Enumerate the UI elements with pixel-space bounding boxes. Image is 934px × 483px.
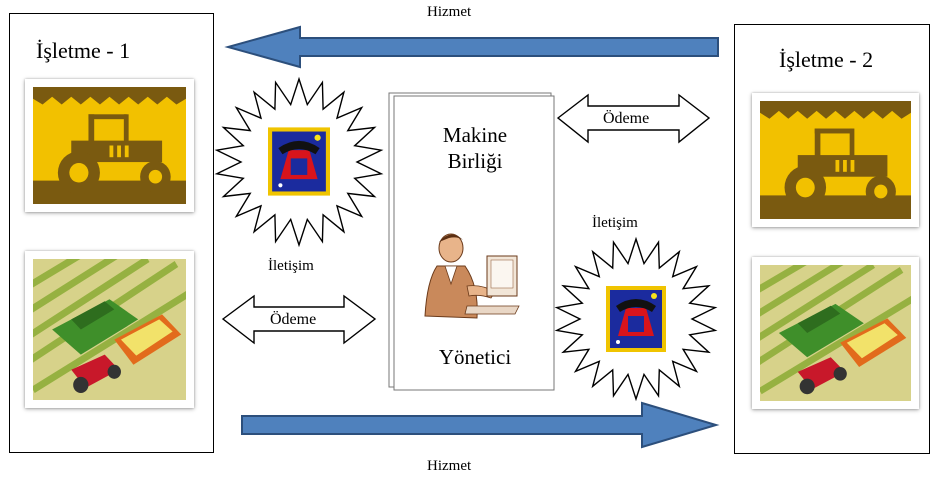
- payment-arrow-left: [221, 294, 377, 345]
- farm-1-harvester-tile: [25, 251, 194, 408]
- service-label-bottom: Hizmet: [427, 458, 472, 474]
- tractor-icon: [33, 87, 186, 204]
- farm-2-harvester-tile: [752, 257, 919, 409]
- telephone-stamp-left: [268, 127, 330, 196]
- payment-arrow-right: [556, 93, 711, 144]
- center-box-role: Yönetici: [438, 345, 512, 369]
- service-arrow-bottom: [241, 401, 720, 449]
- farm-2-tractor-tile: [752, 93, 919, 227]
- telephone-stamp-icon: [606, 286, 666, 352]
- tractor-icon: [760, 101, 911, 219]
- payment-label-left: Ödeme: [270, 311, 317, 328]
- center-box-title-line1: Makine: [442, 123, 508, 147]
- telephone-stamp-icon: [268, 127, 330, 196]
- center-box-title: Makine Birliği: [420, 122, 530, 175]
- communication-label-left: İletişim: [268, 258, 314, 274]
- farm-1-title: İşletme - 1: [36, 38, 131, 63]
- communication-label-right: İletişim: [592, 215, 638, 231]
- service-arrow-top: [224, 25, 719, 69]
- harvester-icon: [760, 265, 911, 401]
- center-box-title-line2: Birliği: [447, 149, 503, 174]
- center-box: [393, 95, 555, 391]
- farm-1-tractor-tile: [25, 79, 194, 212]
- manager-at-computer-icon: [424, 233, 520, 319]
- manager-illustration: [407, 226, 525, 326]
- harvester-icon: [33, 259, 186, 400]
- telephone-stamp-right: [606, 285, 666, 353]
- farm-2-title: İşletme - 2: [779, 47, 874, 72]
- payment-label-right: Ödeme: [603, 110, 650, 127]
- service-label-top: Hizmet: [427, 4, 472, 20]
